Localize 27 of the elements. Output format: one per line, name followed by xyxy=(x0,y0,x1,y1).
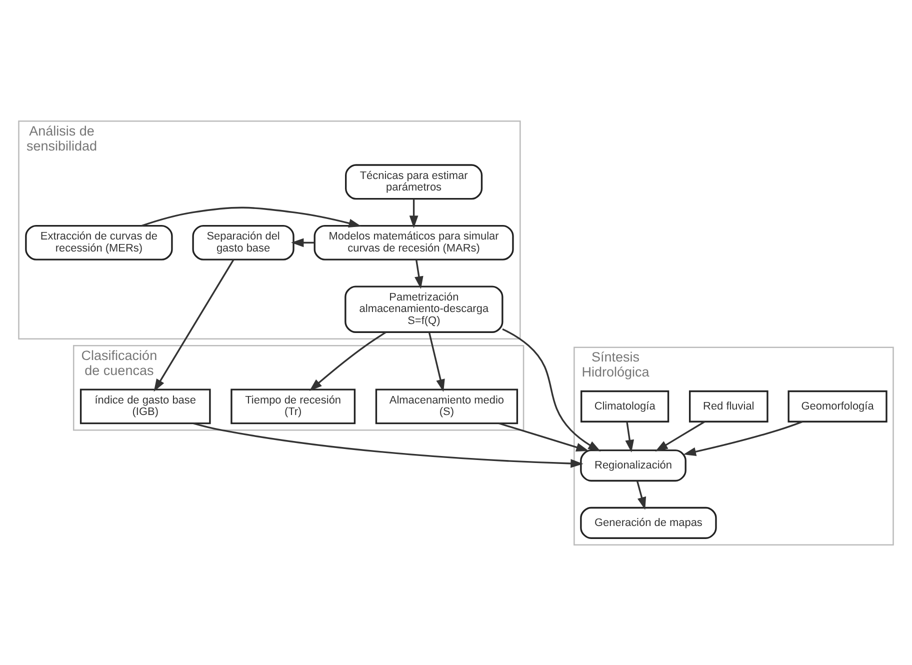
node-box: Geomorfología xyxy=(788,390,888,422)
node-box: Generación de mapas xyxy=(580,506,717,538)
node-box: Climatología xyxy=(580,390,670,422)
arrow xyxy=(141,206,362,228)
arrow xyxy=(154,258,234,392)
arrow xyxy=(291,238,314,247)
node-box: Modelos matemáticos para simular curvas de recesión (MARs) xyxy=(314,224,514,260)
node-box: índice de gasto base (IGB) xyxy=(80,388,211,424)
arrow xyxy=(625,421,634,452)
arrow xyxy=(414,258,424,289)
arrow xyxy=(655,420,706,452)
arrow xyxy=(193,422,584,468)
arrow xyxy=(309,331,386,390)
arrow xyxy=(636,480,646,510)
node-box: Tiempo de recesión (Tr) xyxy=(230,388,356,424)
arrow xyxy=(502,328,601,451)
arrow xyxy=(409,198,418,228)
node-box: Red fluvial xyxy=(688,390,768,422)
node-box: Técnicas para estimar parámetros xyxy=(345,164,483,200)
node-box: Extracción de curvas de recessión (MERs) xyxy=(25,224,173,260)
node-box: Separación del gasto base xyxy=(192,224,294,260)
arrow xyxy=(428,332,445,392)
arrow xyxy=(683,420,803,456)
node-box: Almacenamiento medio (S) xyxy=(375,388,518,424)
arrow xyxy=(498,422,589,452)
node-box: Pametrización almacenamiento-descarga S=f(Q) xyxy=(344,285,504,332)
node-box: Regionalización xyxy=(580,448,686,482)
